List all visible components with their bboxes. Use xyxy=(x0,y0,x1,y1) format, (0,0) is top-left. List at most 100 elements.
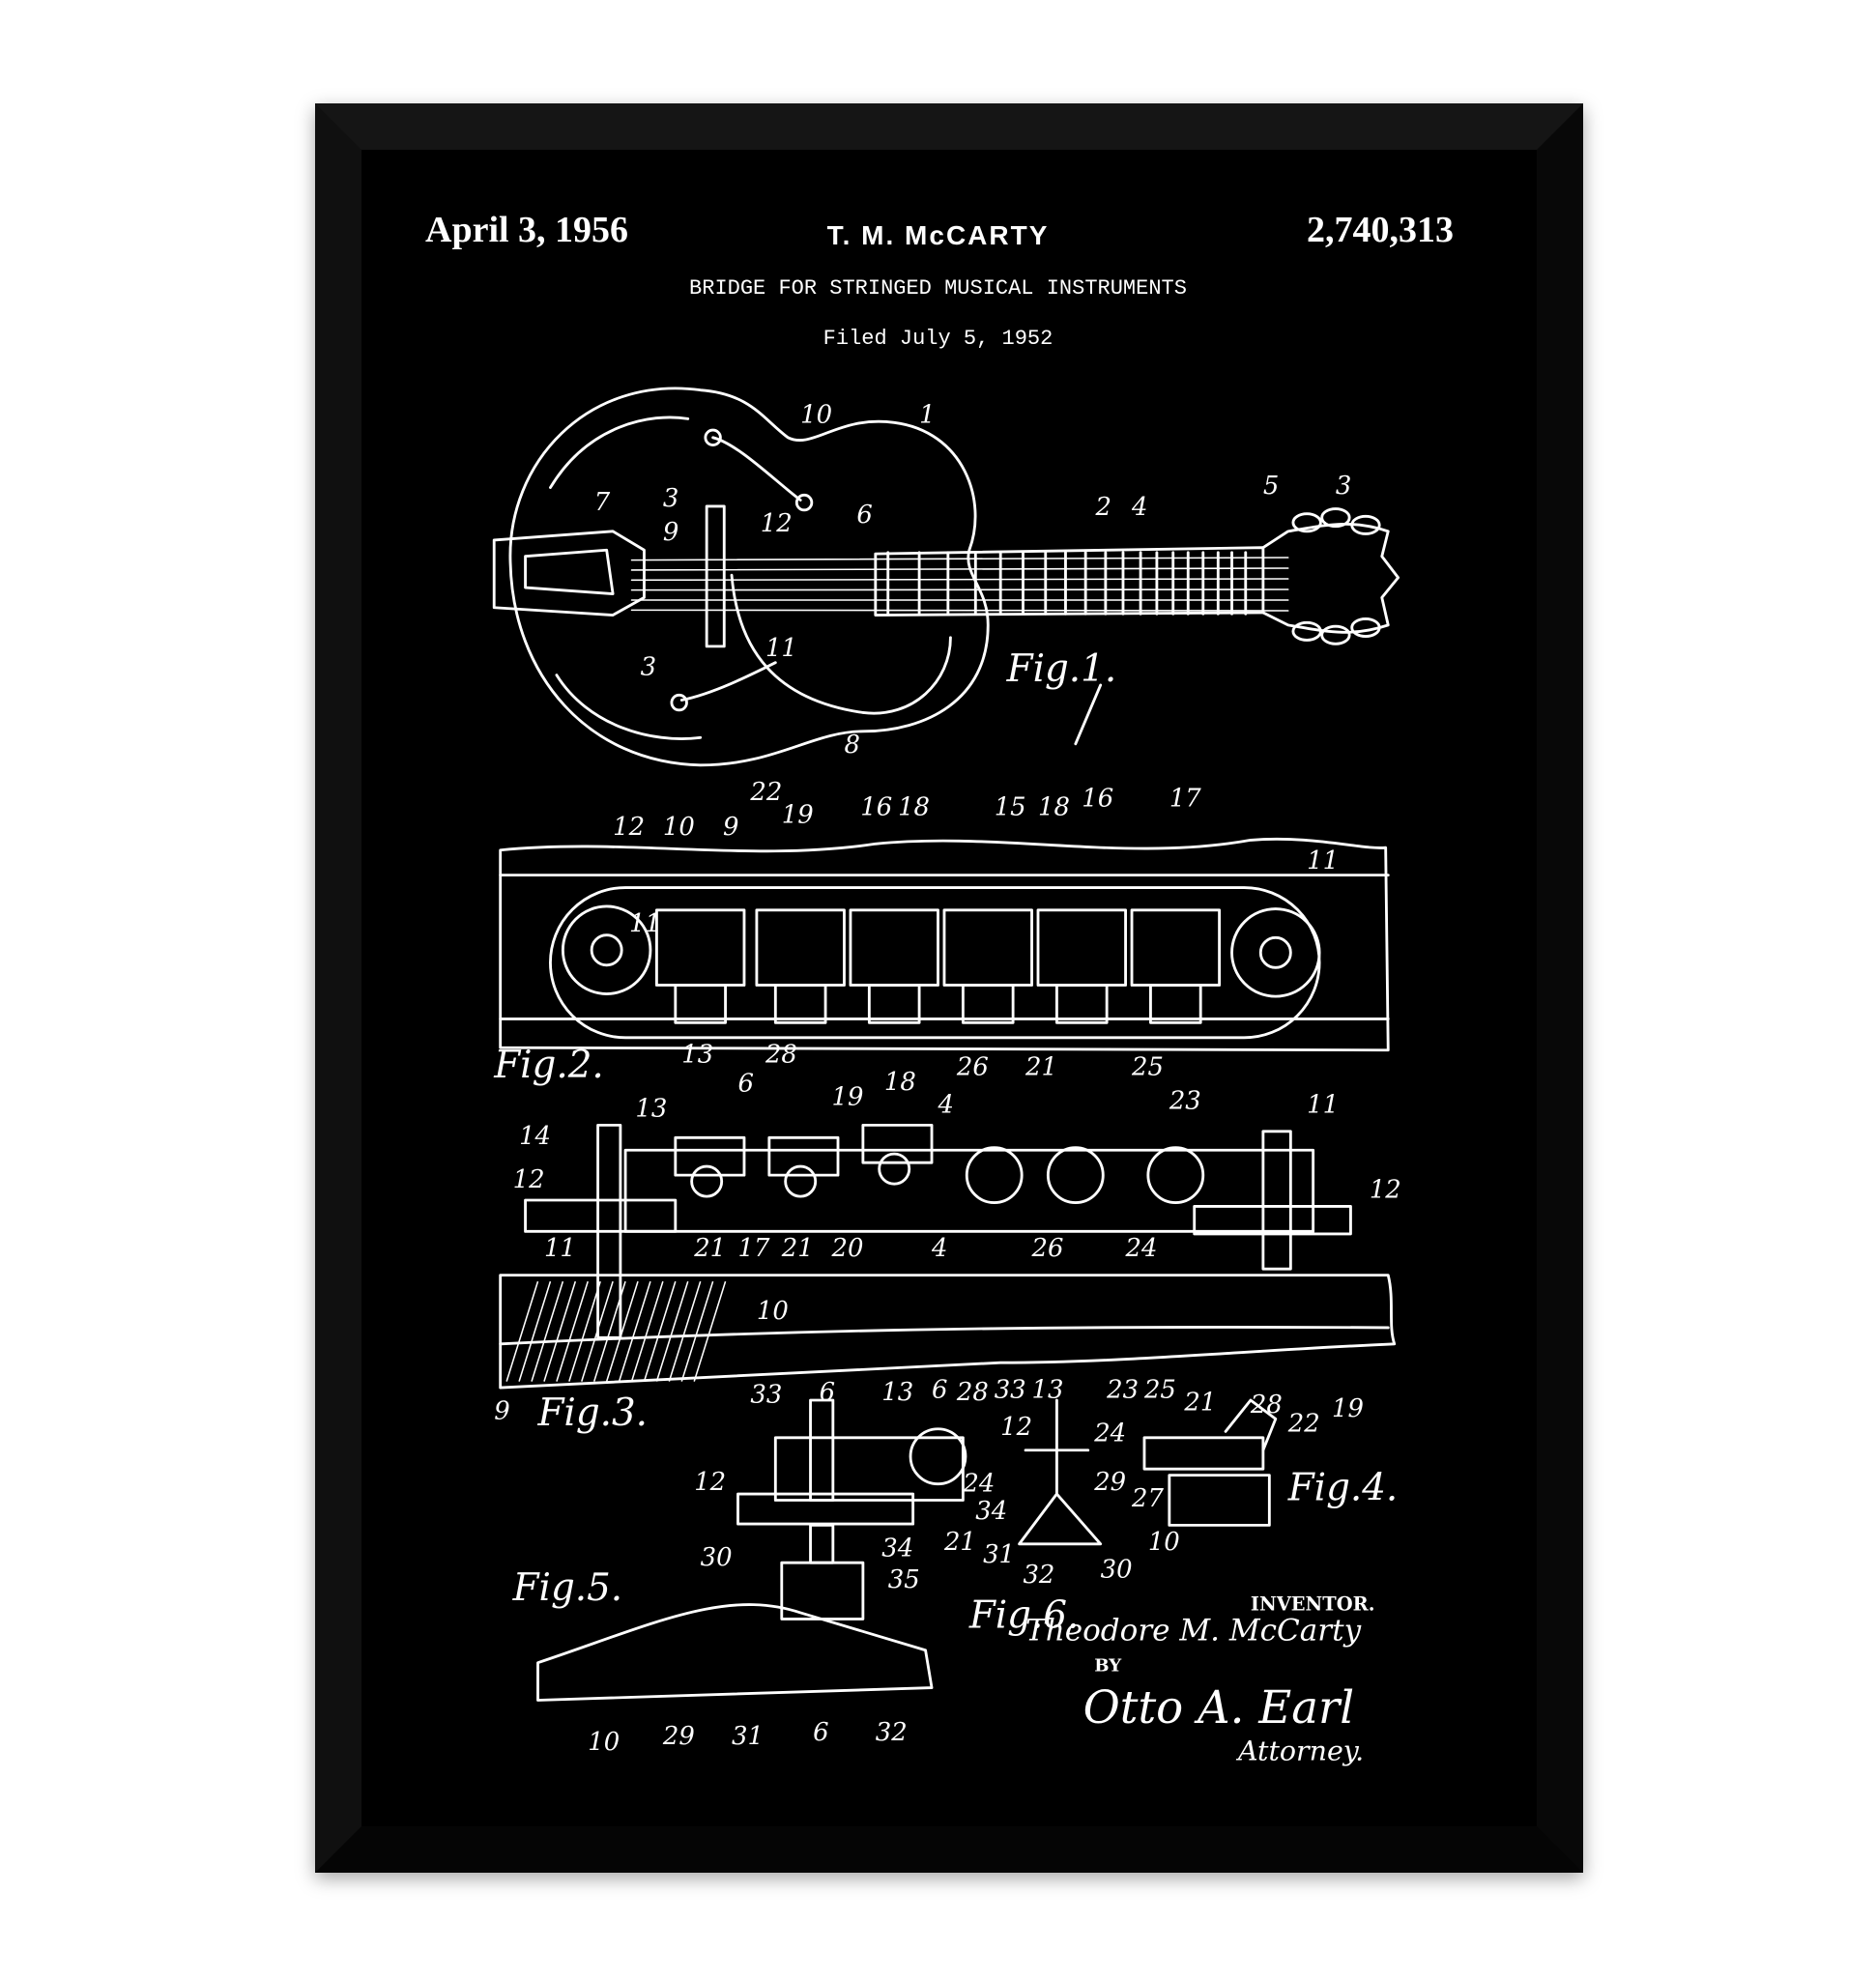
reference-numeral: 10 xyxy=(663,813,695,842)
post-thread xyxy=(811,1525,833,1563)
reference-numeral: 4 xyxy=(938,1090,954,1119)
reference-numeral: 6 xyxy=(813,1718,828,1747)
reference-numeral: 12 xyxy=(761,509,793,538)
reference-numeral: 12 xyxy=(513,1165,545,1194)
section-hatch xyxy=(519,1281,550,1381)
reference-numeral: 33 xyxy=(750,1381,782,1410)
reference-numeral: 28 xyxy=(1250,1391,1283,1420)
body-arch-line xyxy=(550,417,687,488)
reference-numeral: 14 xyxy=(519,1122,551,1151)
reference-numeral: 6 xyxy=(820,1378,835,1407)
reference-numeral: 10 xyxy=(800,400,832,429)
inventor-label: INVENTOR. xyxy=(1251,1592,1375,1615)
adjusting-screw-head xyxy=(967,1148,1022,1203)
post-wheel-right xyxy=(1232,909,1320,997)
reference-numeral: 10 xyxy=(588,1728,620,1757)
saddle-screw xyxy=(963,985,1013,1022)
section-hatch xyxy=(669,1281,700,1381)
section-hatch xyxy=(632,1281,663,1381)
reference-numeral: 3 xyxy=(1336,472,1351,501)
reference-numeral: 9 xyxy=(663,518,678,547)
reference-numeral: 25 xyxy=(1143,1375,1176,1404)
saddle-screw xyxy=(1144,1438,1263,1469)
reference-numeral: 20 xyxy=(831,1234,864,1263)
reference-numeral: 12 xyxy=(1370,1175,1401,1204)
saddles xyxy=(656,910,1219,1022)
section-hatch xyxy=(607,1281,638,1381)
figure-1-label: Fig.1. xyxy=(1006,647,1117,691)
reference-numeral: 2 xyxy=(1095,493,1111,522)
section-hatch xyxy=(544,1281,575,1381)
section-hatch xyxy=(681,1281,712,1381)
saddle xyxy=(656,910,744,986)
string xyxy=(632,610,1288,611)
reference-numeral: 15 xyxy=(995,793,1026,822)
post-screw-right xyxy=(1263,1132,1290,1269)
saddle xyxy=(1038,910,1126,986)
reference-numeral: 25 xyxy=(1131,1053,1164,1082)
figure-5-label: Fig.5. xyxy=(512,1566,623,1610)
reference-numeral: 5 xyxy=(1263,472,1279,501)
reference-numeral: 35 xyxy=(888,1565,920,1594)
reference-numeral: 13 xyxy=(1032,1375,1064,1404)
attorney-signature: Otto A. Earl xyxy=(1083,1681,1355,1734)
leader-line xyxy=(1076,685,1101,744)
reference-numeral: 13 xyxy=(635,1094,667,1123)
figure-3-label: Fig.3. xyxy=(537,1391,649,1435)
reference-numeral: 10 xyxy=(1148,1528,1180,1557)
reference-numeral: 18 xyxy=(1038,793,1070,822)
figure-4-label: Fig.4. xyxy=(1287,1466,1399,1509)
reference-numeral: 21 xyxy=(693,1234,726,1263)
reference-numeral: 6 xyxy=(856,501,872,530)
reference-numeral: 11 xyxy=(629,909,661,938)
reference-numeral: 12 xyxy=(1000,1413,1032,1442)
reference-numeral: 23 xyxy=(1169,1087,1201,1116)
guitar-top-section xyxy=(538,1605,933,1701)
reference-numeral: 16 xyxy=(860,793,892,822)
reference-numeral: 28 xyxy=(765,1041,797,1070)
inventor-signature: Theodore M. McCarty xyxy=(1025,1613,1362,1648)
reference-numeral: 13 xyxy=(881,1378,913,1407)
reference-numeral: 18 xyxy=(898,793,930,822)
reference-numeral: 11 xyxy=(1307,846,1339,875)
saddle-screw xyxy=(676,985,726,1022)
reference-numeral: 29 xyxy=(662,1722,695,1751)
saddle-screw-section xyxy=(880,1154,909,1184)
reference-numeral: 27 xyxy=(1131,1484,1164,1513)
reference-numeral: 17 xyxy=(1169,784,1201,813)
saddle-block xyxy=(1169,1476,1269,1526)
tuning-peg xyxy=(1322,626,1349,644)
saddle-screw xyxy=(1056,985,1107,1022)
post-screw xyxy=(811,1400,833,1500)
reference-numeral: 21 xyxy=(1025,1053,1057,1082)
string xyxy=(632,589,1288,590)
post-left xyxy=(592,935,621,965)
string xyxy=(632,568,1288,570)
by-label: BY xyxy=(1094,1656,1122,1677)
section-hatch xyxy=(557,1281,588,1381)
reference-numeral: 23 xyxy=(1106,1375,1139,1404)
saddle xyxy=(851,910,938,986)
reference-numeral: 11 xyxy=(1307,1090,1339,1119)
reference-numeral: 28 xyxy=(956,1378,989,1407)
bridge xyxy=(707,506,724,646)
saddle xyxy=(1132,910,1220,986)
tailpiece xyxy=(494,531,644,616)
reference-numeral: 24 xyxy=(1093,1420,1126,1448)
thumb-wheel-left xyxy=(526,1200,676,1231)
reference-numeral: 1 xyxy=(919,400,935,429)
post-right xyxy=(1260,937,1290,967)
reference-numeral: 19 xyxy=(832,1083,864,1112)
reference-numeral: 32 xyxy=(1023,1561,1054,1590)
reference-numeral: 16 xyxy=(1082,784,1113,813)
reference-numeral: 30 xyxy=(701,1543,733,1572)
body-arch-line xyxy=(557,675,701,739)
section-hatch xyxy=(506,1281,537,1381)
tuning-peg xyxy=(1293,622,1320,640)
reference-numeral: 7 xyxy=(594,488,611,517)
signature-block: INVENTOR. Theodore M. McCarty BY Otto A.… xyxy=(1025,1592,1374,1766)
reference-numeral: 22 xyxy=(1287,1409,1320,1438)
reference-numeral: 9 xyxy=(723,813,738,842)
reference-numeral: 4 xyxy=(931,1234,947,1263)
section-hatch xyxy=(569,1281,600,1381)
